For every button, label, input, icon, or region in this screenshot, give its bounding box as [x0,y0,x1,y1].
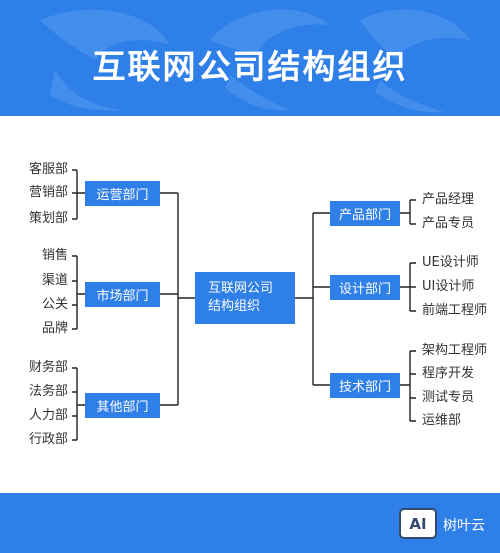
leaf-item: 财务部 [28,360,68,375]
leaf-item: 人力部 [28,408,68,423]
right-branch-lines [313,212,330,386]
leaf-item: 策划部 [28,211,68,226]
leaf-item: 产品专员 [422,216,475,231]
leaf-item: 产品经理 [422,192,475,207]
leaf-item: 营销部 [28,185,68,200]
dept-ops-node: 运营部门 [85,181,160,206]
bracket-market [72,255,85,330]
leaf-item: UE设计师 [422,255,479,270]
leaf-item: 公关 [41,297,68,312]
leaf-item: 运维部 [422,413,462,428]
center-node: 互联网公司 结构组织 [195,272,295,324]
leaf-item: 销售 [41,248,68,263]
bracket-product [400,199,416,225]
leaf-item: 品牌 [41,321,68,336]
center-node-line1: 互联网公司 [208,281,274,296]
dept-tech-node: 技术部门 [330,373,400,398]
leaf-item: 前端工程师 [422,303,488,318]
bracket-ops [72,169,85,220]
watermark-text: 树叶云 [443,518,485,534]
left-trunk-line [177,193,195,405]
dept-product-node: 产品部门 [330,201,400,226]
dolphin-decoration [40,9,470,113]
dept-market-node: 市场部门 [85,282,160,307]
bracket-tech [400,350,416,422]
watermark-logo: AI [399,508,437,539]
leaf-item: 测试专员 [422,390,475,405]
left-branch-lines [160,192,178,406]
dept-design-node: 设计部门 [330,275,400,300]
dept-other-node: 其他部门 [85,393,160,418]
leaf-item: 渠道 [41,273,68,288]
leaf-item: 法务部 [28,384,68,399]
leaf-item: UI设计师 [422,279,475,294]
bracket-design [400,262,416,312]
leaf-item: 客服部 [28,162,68,177]
leaf-item: 程序开发 [422,366,475,381]
center-node-line2: 结构组织 [208,299,261,314]
bracket-other [72,367,85,441]
page-title: 互联网公司结构组织 [92,47,408,86]
leaf-item: 行政部 [28,432,68,447]
leaf-item: 架构工程师 [422,343,488,358]
header-banner: 互联网公司结构组织 [0,0,500,116]
right-trunk-line [295,213,314,385]
